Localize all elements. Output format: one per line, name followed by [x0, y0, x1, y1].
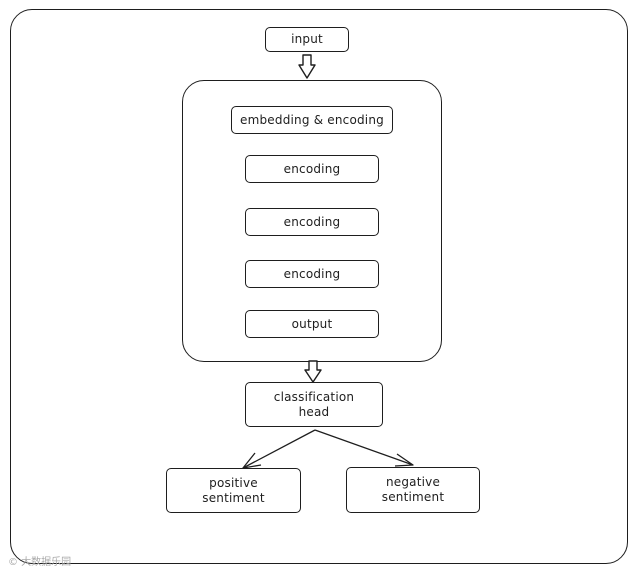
encoding-node-1: encoding: [245, 155, 379, 183]
watermark: © 大数据乐园: [8, 557, 72, 568]
encoding-node-2: encoding: [245, 208, 379, 236]
diagram-frame: [10, 9, 628, 564]
head-to-positive-edge: [242, 429, 316, 469]
positive-sentiment-node: positive sentiment: [166, 468, 301, 513]
classification-head-node: classification head: [245, 382, 383, 427]
embedding-encoding-node: embedding & encoding: [231, 106, 393, 134]
negative-sentiment-node: negative sentiment: [346, 467, 480, 513]
head-to-negative-edge: [314, 429, 414, 466]
encoding-node-3: encoding: [245, 260, 379, 288]
input-to-encoder-arrow: [298, 54, 316, 79]
encoder-to-head-arrow: [304, 360, 322, 383]
output-node: output: [245, 310, 379, 338]
head-to-negative-arrowhead: [394, 453, 414, 467]
input-node: input: [265, 27, 349, 52]
